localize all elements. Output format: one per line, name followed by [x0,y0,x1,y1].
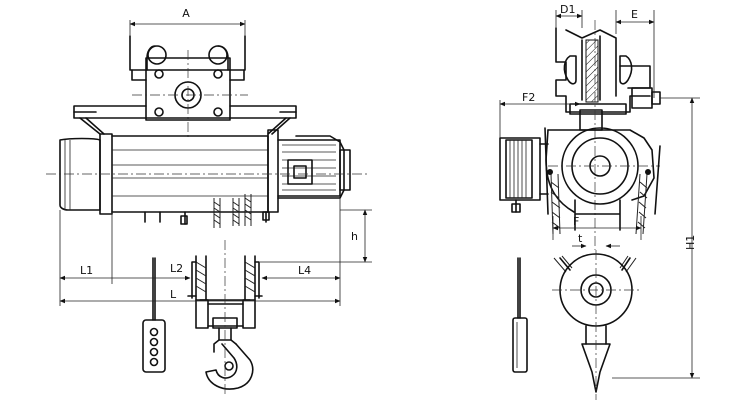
side-ropes [550,173,648,235]
label-t: t [578,232,583,245]
front-dimensions [59,20,372,306]
side-view: D1 E F2 F t H1 [499,3,700,400]
label-L1: L1 [80,264,93,277]
label-D1: D1 [560,3,575,16]
label-E: E [631,8,638,21]
front-ropes [213,194,252,228]
front-trolley [129,35,248,140]
front-hook-block [187,240,263,396]
front-view: A L1 L2 L4 L h [46,7,372,396]
front-pendant [142,257,166,373]
side-drum-body [544,127,661,215]
label-L4: L4 [298,264,311,277]
front-drum-motor [46,129,370,225]
side-pendant [512,257,528,373]
label-F2: F2 [522,91,535,104]
side-motor [499,137,549,213]
side-dimensions [499,10,700,379]
label-L: L [170,288,177,301]
label-A: A [182,7,190,20]
label-h: h [351,230,358,243]
label-L2: L2 [170,262,183,275]
front-frame [73,105,297,135]
label-F: F [573,215,579,228]
side-hook-block [552,250,640,400]
label-H1: H1 [684,235,697,250]
side-trolley [555,20,661,250]
